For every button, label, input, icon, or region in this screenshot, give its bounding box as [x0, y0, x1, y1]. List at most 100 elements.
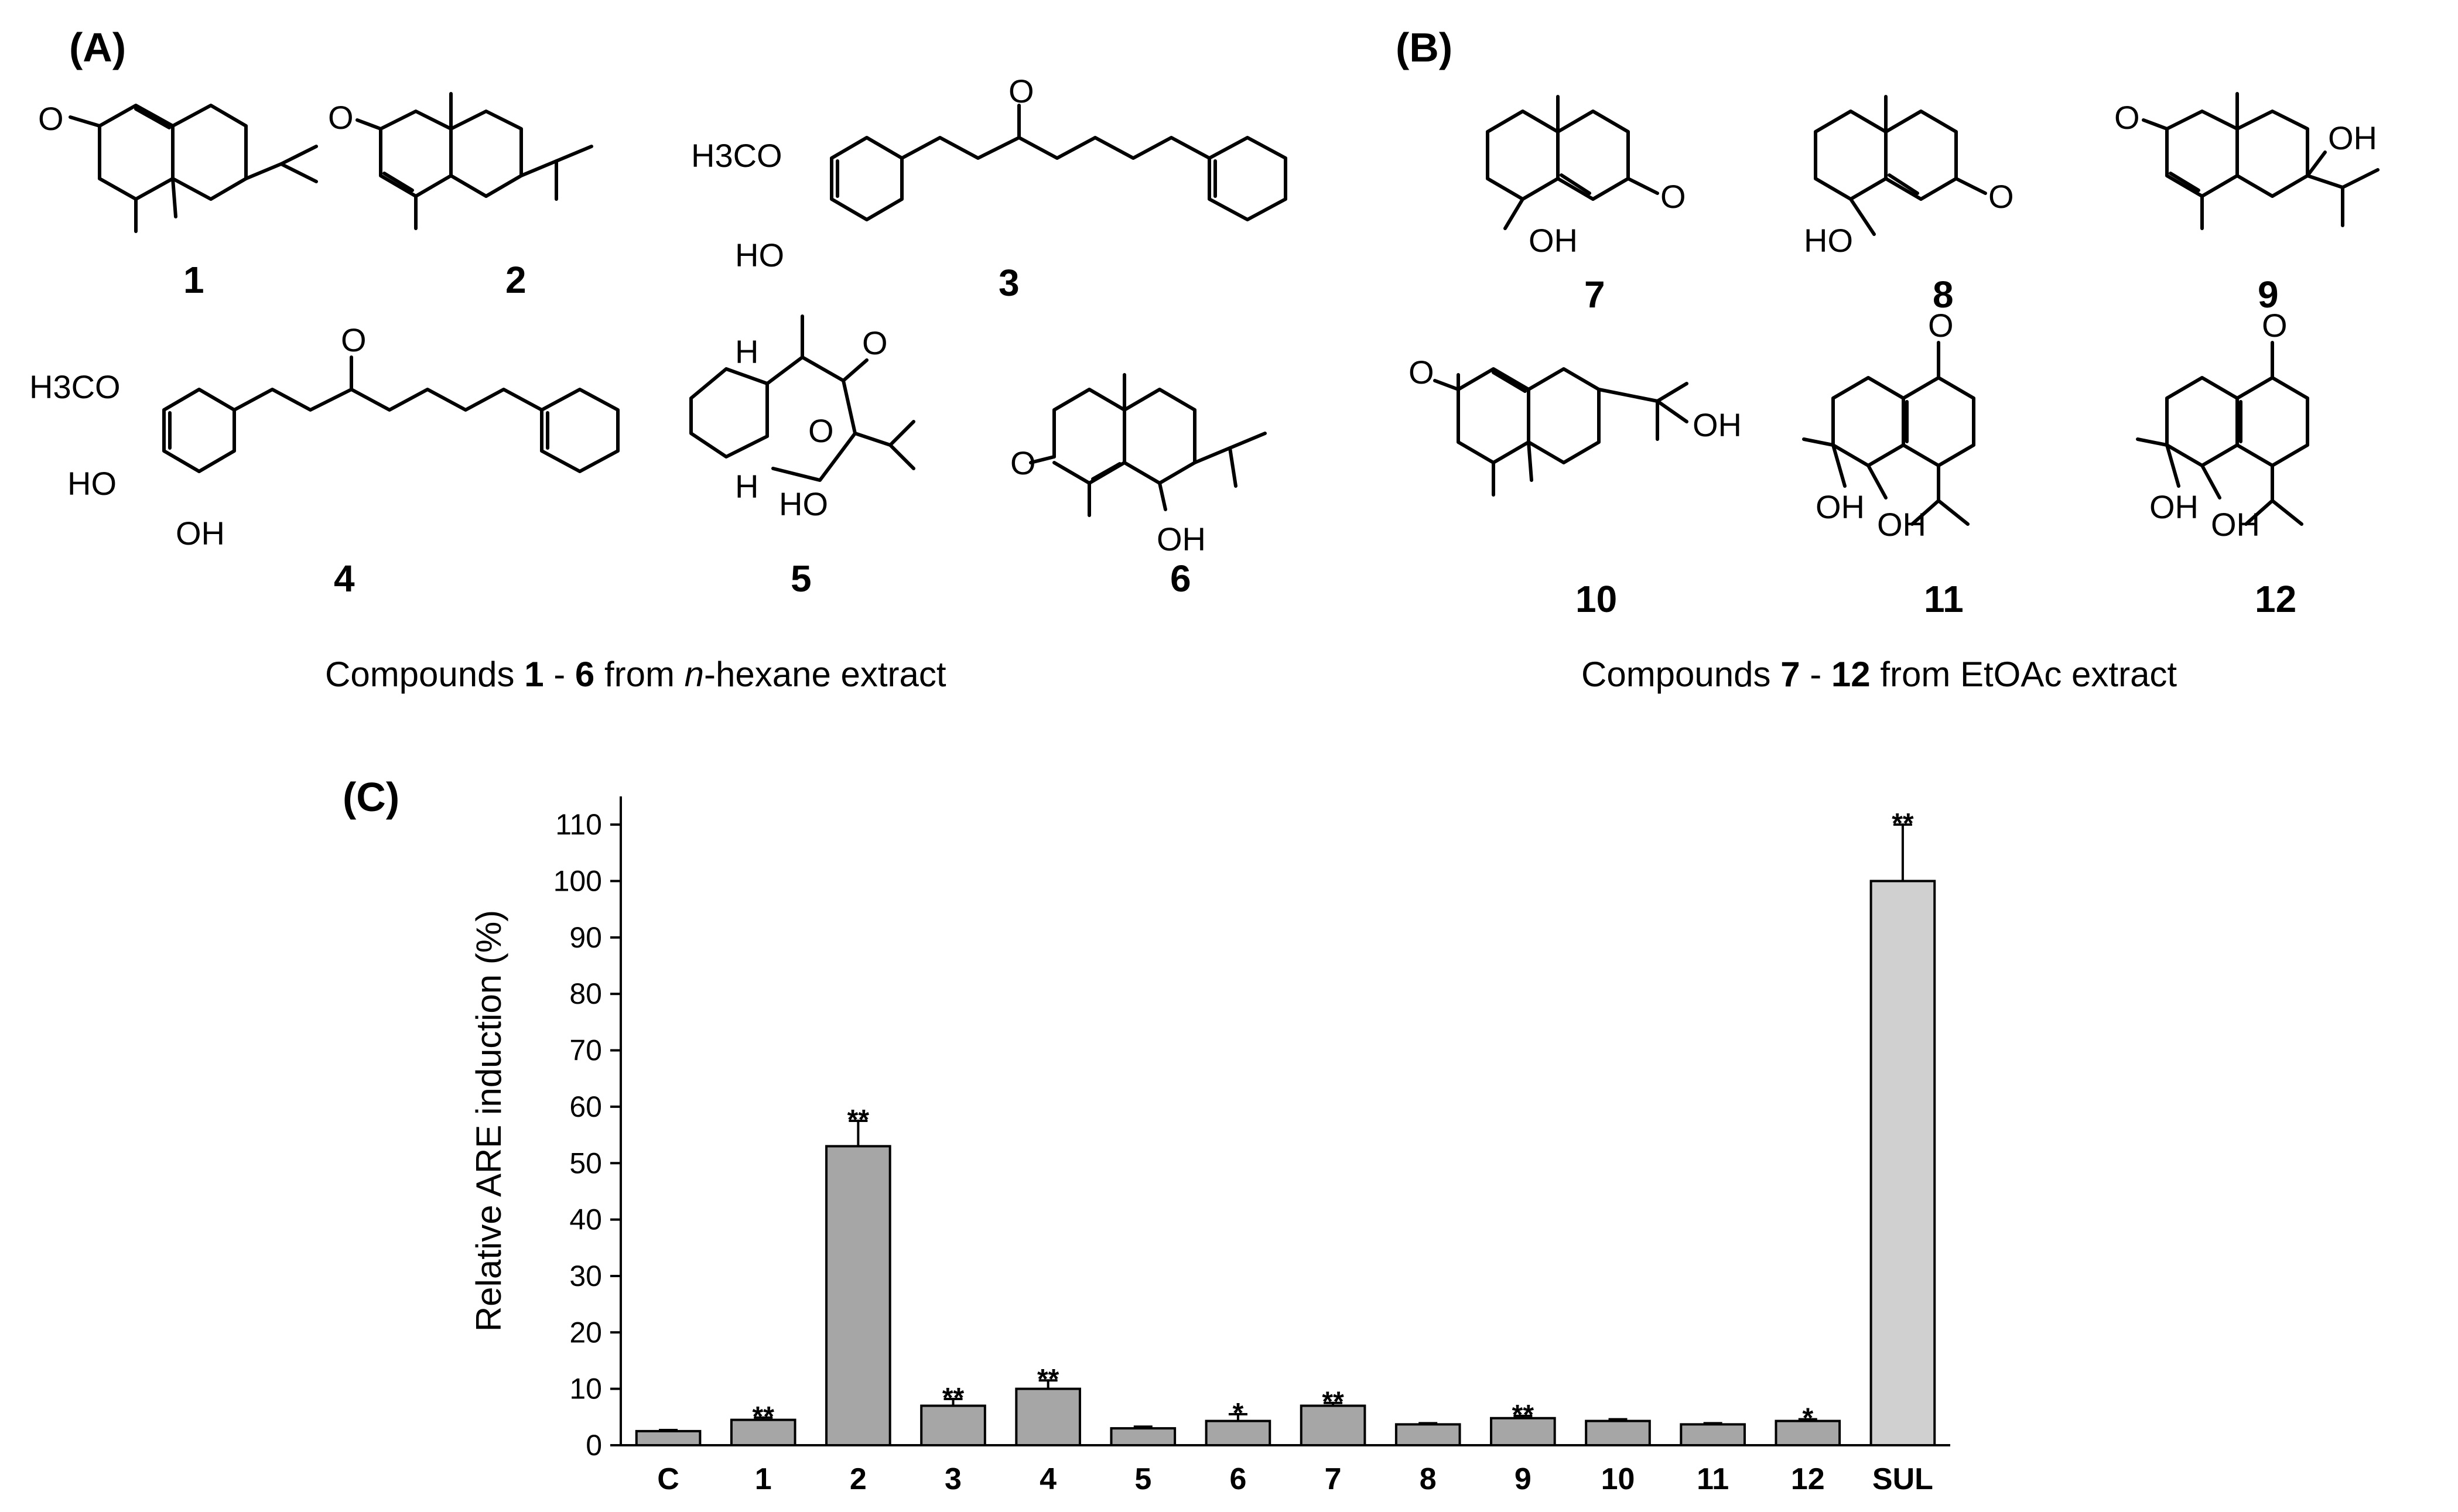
atom-label: OH [176, 515, 225, 552]
category-label: 4 [1040, 1462, 1057, 1496]
atom-label: HO [779, 485, 828, 522]
atom-label: OH [2149, 488, 2199, 525]
structure-9: O OH 9 [2114, 92, 2380, 316]
atom-label: OH [2328, 119, 2377, 156]
compound-label-9: 9 [2258, 273, 2279, 316]
structure-3: O H3CO HO 3 [691, 73, 1287, 304]
bar [730, 1418, 796, 1447]
caption-panel-a: Compounds 1 - 6 from n-hexane extract [325, 655, 946, 694]
atom-label: OH [1816, 488, 1865, 525]
category-label: 3 [945, 1462, 962, 1496]
compound-label-10: 10 [1575, 578, 1617, 620]
significance-label: ** [1037, 1364, 1059, 1395]
atom-label: HO [67, 465, 117, 502]
structure-1: O 1 [38, 100, 318, 301]
y-tick-label: 60 [569, 1090, 602, 1123]
compound-label-8: 8 [1933, 273, 1954, 316]
structure-12: O OH OH 12 [2136, 307, 2309, 620]
category-label: 12 [1791, 1462, 1825, 1496]
bar [825, 1145, 891, 1447]
y-tick-label: 40 [569, 1203, 602, 1236]
atom-label: O [1009, 73, 1034, 110]
atom-label: OH [1693, 406, 1742, 443]
category-label: 8 [1420, 1462, 1437, 1496]
structure-4: O H3CO HO OH 4 [29, 321, 620, 600]
significance-label: ** [753, 1401, 775, 1432]
category-label: SUL [1872, 1462, 1933, 1496]
structure-5: H H O O HO 5 [689, 314, 915, 600]
category-label: C [657, 1462, 679, 1496]
atom-label: OH [1529, 222, 1578, 259]
atom-label: O [1988, 178, 2014, 215]
category-label: 7 [1325, 1462, 1342, 1496]
structure-8: O HO 8 [1804, 95, 2014, 316]
compound-label-11: 11 [1924, 578, 1964, 620]
atom-label: OH [1877, 506, 1926, 543]
atom-label: O [1409, 354, 1434, 391]
category-label: 11 [1697, 1462, 1729, 1496]
bar [1585, 1419, 1651, 1447]
y-tick-label: 10 [569, 1373, 602, 1405]
panel-a-label: (A) [69, 25, 126, 70]
y-tick-label: 80 [569, 977, 602, 1010]
bar [635, 1429, 702, 1447]
panel-c-label: (C) [343, 774, 399, 820]
structure-2: O 2 [328, 92, 593, 301]
y-tick-label: 110 [555, 808, 602, 841]
category-label: 10 [1601, 1462, 1635, 1496]
atom-label: H3CO [691, 137, 782, 174]
bar [1300, 1404, 1366, 1447]
y-tick-label: 90 [569, 921, 602, 954]
significance-label: ** [1512, 1400, 1534, 1431]
atom-label: O [1660, 178, 1686, 215]
structure-11: O OH OH 11 [1802, 307, 1975, 620]
atom-label: O [1928, 307, 1954, 344]
atom-label: OH [2211, 506, 2260, 543]
compound-label-1: 1 [183, 259, 204, 301]
atom-label: O [341, 321, 367, 358]
compound-label-5: 5 [791, 557, 812, 600]
compound-label-2: 2 [505, 259, 527, 301]
bar [1680, 1423, 1746, 1447]
significance-label: ** [1322, 1387, 1344, 1418]
atom-label: O [38, 100, 64, 137]
compound-label-6: 6 [1170, 557, 1191, 600]
atom-label: H3CO [29, 368, 121, 405]
bar [1110, 1427, 1177, 1447]
category-label: 1 [755, 1462, 772, 1496]
category-label: 5 [1134, 1462, 1151, 1496]
significance-label: ** [847, 1104, 870, 1135]
y-tick-label: 20 [569, 1316, 602, 1349]
atom-label: HO [1804, 222, 1853, 259]
atom-label: O [808, 412, 834, 449]
panel-b-label: (B) [1396, 25, 1452, 70]
category-label: 6 [1229, 1462, 1246, 1496]
atom-label: OH [1157, 521, 1206, 557]
y-tick-label: 50 [569, 1147, 602, 1179]
y-tick-label: 0 [586, 1429, 602, 1462]
atom-label: O [328, 99, 354, 136]
bar [1394, 1423, 1461, 1447]
bar [920, 1404, 986, 1447]
atom-label: O [2114, 99, 2140, 136]
structure-6: O OH 6 [1010, 373, 1267, 600]
significance-label: ** [1892, 808, 1914, 839]
bar [1869, 880, 1936, 1446]
y-tick-label: 100 [553, 865, 602, 898]
atom-label: H [735, 468, 758, 505]
atom-label: HO [735, 237, 784, 273]
compound-label-12: 12 [2255, 578, 2296, 620]
compound-label-7: 7 [1584, 273, 1605, 316]
y-axis-title: Relative ARE induction (%) [469, 910, 508, 1332]
structure-7: O OH 7 [1486, 95, 1686, 316]
significance-label: * [1802, 1403, 1813, 1434]
category-label: 9 [1515, 1462, 1531, 1496]
structure-10: O OH 10 [1409, 354, 1742, 620]
y-tick-label: 70 [569, 1034, 602, 1067]
y-tick-label: 30 [569, 1260, 602, 1292]
significance-label: * [1233, 1398, 1244, 1429]
compound-label-4: 4 [334, 557, 355, 600]
atom-label: O [862, 324, 888, 361]
compound-label-3: 3 [999, 262, 1020, 304]
